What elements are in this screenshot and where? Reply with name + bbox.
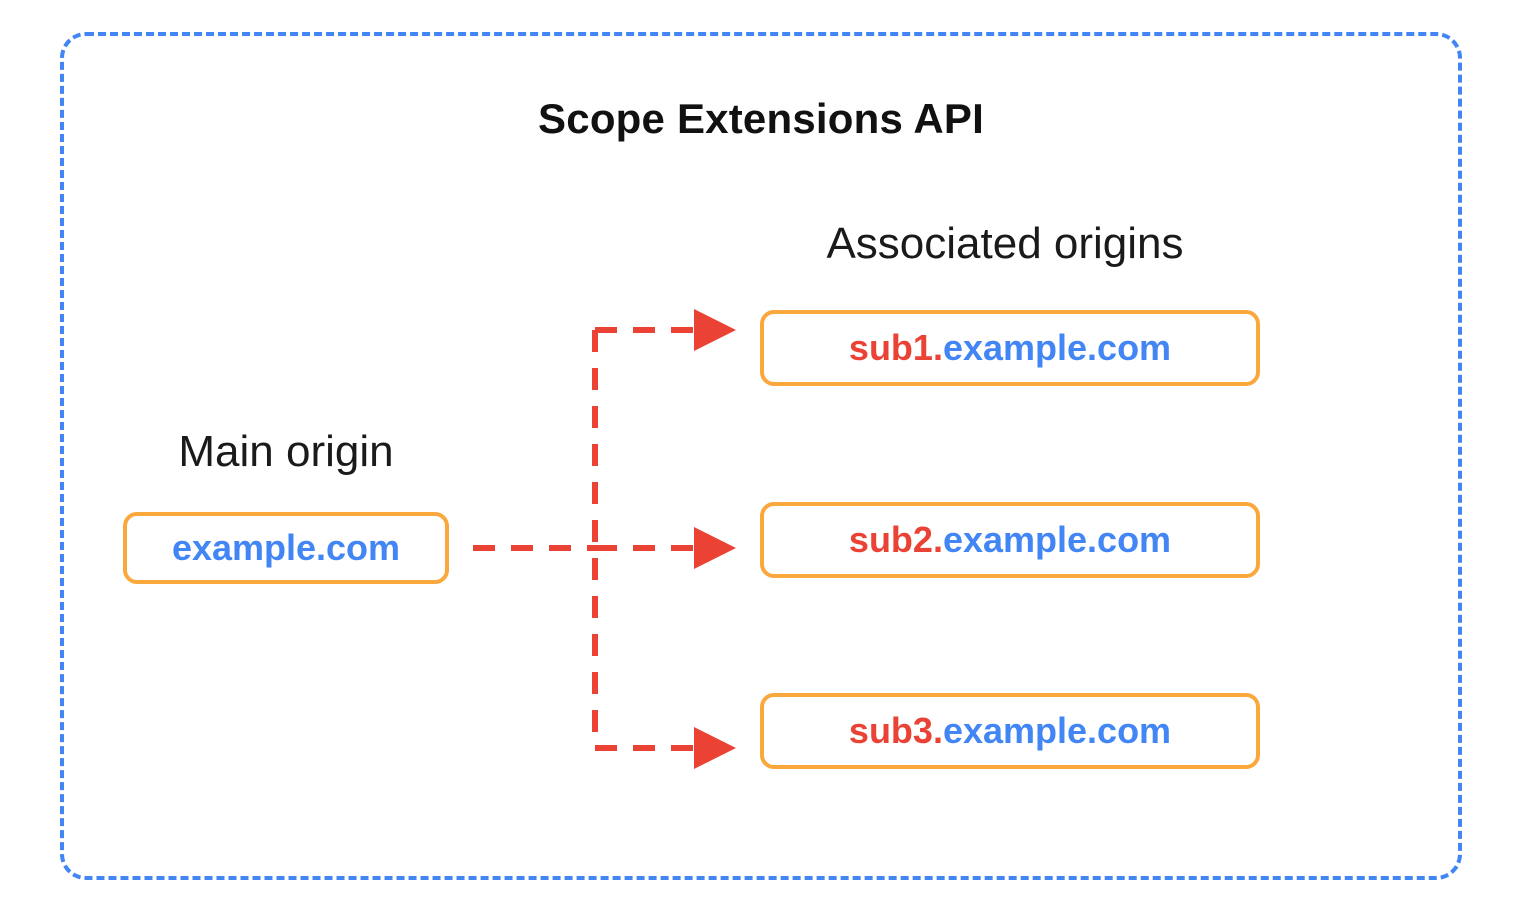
sub1-domain-text: example.com (942, 327, 1172, 368)
origin-box-main[interactable]: example.com (123, 512, 449, 584)
origin-box-sub1[interactable]: sub1.example.com (760, 310, 1260, 386)
main-origin-domain-text: example.com (171, 527, 401, 568)
sub2-domain-text: example.com (942, 519, 1172, 560)
origin-box-sub3[interactable]: sub3.example.com (760, 693, 1260, 769)
page-title: Scope Extensions API (538, 95, 984, 142)
sub1-subdomain-text: sub1. (848, 327, 943, 368)
sub3-subdomain-text: sub3. (848, 710, 943, 751)
scope-extensions-frame (60, 32, 1462, 880)
main-origin-label: Main origin (178, 427, 394, 476)
sub3-domain-text: example.com (942, 710, 1172, 751)
sub2-subdomain-text: sub2. (848, 519, 943, 560)
associated-origins-label: Associated origins (826, 219, 1184, 268)
origin-box-sub2[interactable]: sub2.example.com (760, 502, 1260, 578)
